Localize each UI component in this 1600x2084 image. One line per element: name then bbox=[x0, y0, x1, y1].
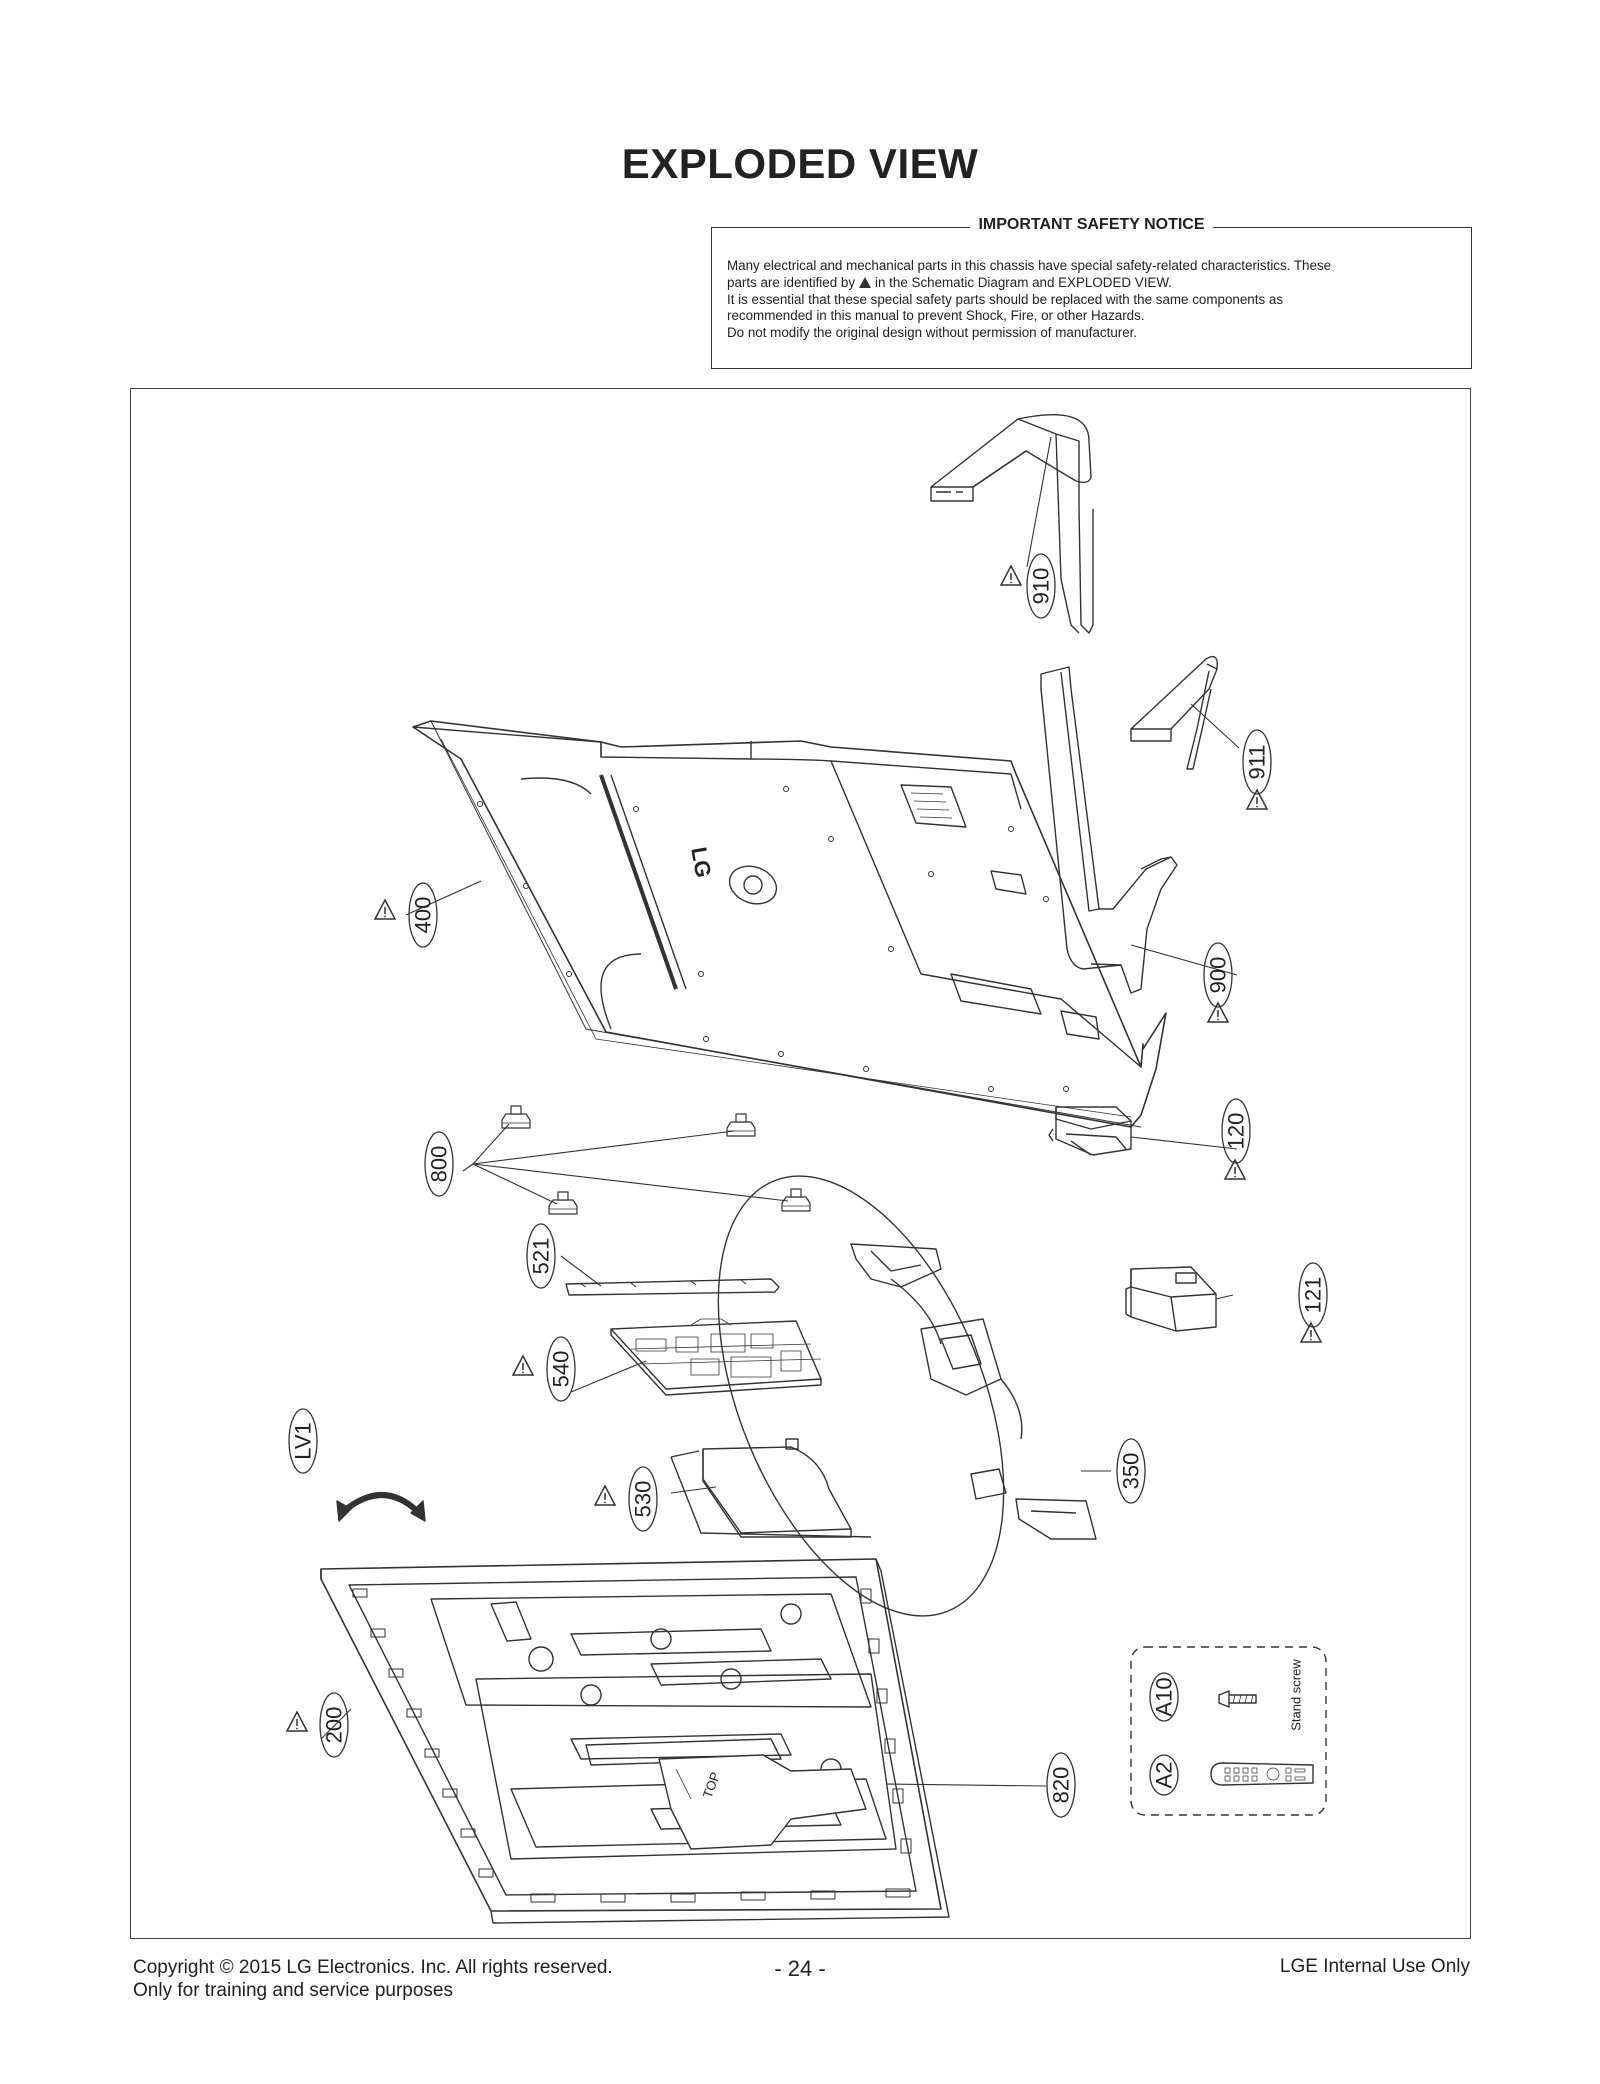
stand-base-911-drawing bbox=[1130, 655, 1218, 770]
warning-triangle-icon bbox=[1000, 565, 1022, 586]
safety-notice-heading: IMPORTANT SAFETY NOTICE bbox=[970, 216, 1213, 233]
part-900-label: 900 bbox=[1206, 957, 1231, 994]
part-lv1-label: LV1 bbox=[291, 1422, 316, 1460]
brackets-800-drawing bbox=[462, 1105, 811, 1215]
footer-internal: LGE Internal Use Only bbox=[1279, 1956, 1470, 1977]
footer-copyright: Copyright © 2015 LG Electronics. Inc. Al… bbox=[133, 1957, 613, 1978]
speaker-120-drawing bbox=[1048, 1106, 1132, 1156]
module-530-drawing bbox=[670, 1438, 872, 1538]
stand-neck-900-drawing bbox=[1040, 666, 1178, 994]
stand-screw-a10-drawing bbox=[1218, 1690, 1257, 1708]
shield-plate-820-drawing bbox=[658, 1754, 1047, 1850]
board-521-drawing bbox=[560, 1255, 780, 1296]
brand-logo-text: LG bbox=[686, 845, 716, 879]
footer-left: Copyright © 2015 LG Electronics. Inc. Al… bbox=[133, 1956, 613, 2002]
stand-base-910-drawing bbox=[930, 413, 1094, 634]
part-820-label: 820 bbox=[1049, 1767, 1074, 1804]
part-200-label: 200 bbox=[322, 1707, 347, 1744]
footer-training: Only for training and service purposes bbox=[133, 1980, 453, 2001]
part-350-label: 350 bbox=[1119, 1453, 1144, 1490]
lv1-rotation-arrow-drawing bbox=[336, 1492, 426, 1522]
part-121-label: 121 bbox=[1301, 1277, 1326, 1314]
back-cover-400-drawing bbox=[412, 720, 1167, 1128]
remote-a2-drawing bbox=[1210, 1762, 1314, 1786]
warning-triangle-icon bbox=[859, 276, 872, 288]
exploded-view-drawing: LG TOP 910 911 400 900 120 800 521 121 5… bbox=[286, 413, 1328, 1924]
stand-screw-label: Stand screw bbox=[1289, 1659, 1304, 1731]
warning-triangle-icon bbox=[1246, 789, 1268, 810]
leader-lines bbox=[405, 436, 1240, 1300]
speaker-121-drawing bbox=[1125, 1266, 1217, 1332]
part-540-label: 540 bbox=[549, 1351, 574, 1388]
part-800-label: 800 bbox=[427, 1146, 452, 1183]
part-521-label: 521 bbox=[529, 1238, 554, 1275]
warning-triangle-icon bbox=[1300, 1322, 1322, 1343]
notice-line-4: recommended in this manual to prevent Sh… bbox=[727, 308, 1145, 324]
notice-line-5: Do not modify the original design withou… bbox=[727, 325, 1138, 341]
accessories-box-drawing bbox=[1130, 1646, 1327, 1816]
part-400-label: 400 bbox=[411, 897, 436, 934]
warning-triangle-icon bbox=[1207, 1002, 1229, 1023]
cable-group-350-drawing bbox=[717, 1175, 1111, 1617]
safety-notice-box: IMPORTANT SAFETY NOTICE Many electrical … bbox=[711, 216, 1472, 369]
part-530-label: 530 bbox=[631, 1481, 656, 1518]
part-120-label: 120 bbox=[1224, 1113, 1249, 1150]
exploded-view-diagram: LG TOP 910 911 400 900 120 800 521 121 5… bbox=[130, 388, 1471, 1939]
page-title: EXPLODED VIEW bbox=[621, 140, 979, 187]
page-number: - 24 - bbox=[774, 1956, 826, 1981]
warning-triangle-icon bbox=[512, 1355, 534, 1376]
warning-triangle-icon bbox=[594, 1485, 616, 1506]
warning-triangle-icon bbox=[286, 1711, 308, 1732]
part-a10-label: A10 bbox=[1152, 1677, 1177, 1716]
part-910-label: 910 bbox=[1029, 568, 1054, 605]
notice-line-3: It is essential that these special safet… bbox=[727, 291, 1284, 307]
safety-notice-body: Many electrical and mechanical parts in … bbox=[727, 258, 1456, 342]
warning-triangle-icon bbox=[374, 899, 396, 920]
part-911-label: 911 bbox=[1245, 744, 1270, 779]
notice-line-1: Many electrical and mechanical parts in … bbox=[727, 258, 1332, 273]
main-board-540-drawing bbox=[570, 1318, 822, 1396]
part-a2-label: A2 bbox=[1152, 1762, 1177, 1789]
frame-200-drawing bbox=[320, 1558, 950, 1924]
